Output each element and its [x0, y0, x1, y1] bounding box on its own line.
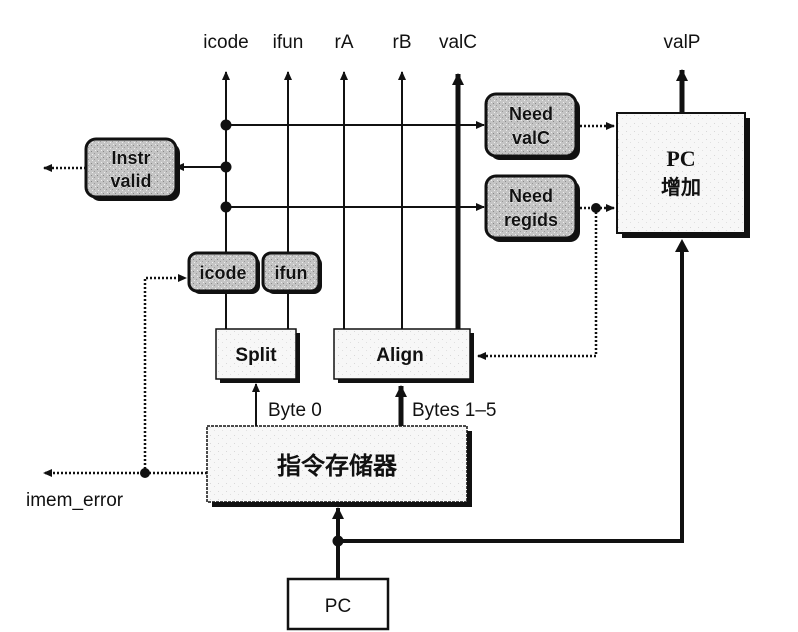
signal-lines — [222, 69, 688, 336]
icode-ctrl-label: icode — [199, 263, 246, 283]
byte0-label: Byte 0 — [268, 400, 322, 421]
align-block: Align — [333, 328, 474, 383]
bytes1-5-label: Bytes 1–5 — [412, 400, 497, 421]
output-label-ifun: ifun — [273, 32, 304, 53]
ifun-ctrl-label: ifun — [275, 263, 308, 283]
split-block: Split — [215, 328, 300, 383]
pc-increment-label-line2: 增加 — [661, 175, 701, 199]
pc-register-label: PC — [325, 596, 351, 617]
output-label-icode: icode — [203, 32, 248, 53]
instruction-memory-block: 指令存储器 — [206, 425, 472, 507]
junction-dot — [220, 119, 232, 131]
junction-dot — [220, 161, 232, 173]
ifun-ctrl-block: ifun — [261, 251, 322, 294]
imem-error-to-icode — [143, 274, 187, 473]
instruction-memory-label: 指令存储器 — [277, 452, 398, 480]
need-regids-block: Need regids — [484, 174, 580, 242]
pc-register-block: PC — [286, 577, 390, 631]
output-label-rA: rA — [335, 32, 354, 53]
instr-valid-block: Instr valid — [84, 137, 180, 201]
need-valC-label-line2: valC — [512, 128, 550, 148]
need-valC-block: Need valC — [484, 92, 580, 160]
pc-increment-label-line1: PC — [666, 146, 695, 171]
split-label: Split — [235, 345, 277, 366]
instr-valid-label-line1: Instr — [111, 148, 150, 168]
output-label-rB: rB — [393, 32, 412, 53]
pc-to-pc-increment-bus — [338, 252, 684, 543]
control-taps — [175, 121, 485, 211]
pc-increment-block: PC 增加 — [616, 112, 750, 238]
need-regids-to-align — [477, 208, 598, 360]
output-label-valC: valC — [439, 32, 477, 53]
imem-error-label: imem_error — [26, 490, 124, 511]
junction-dot — [220, 201, 232, 213]
icode-ctrl-block: icode — [187, 251, 260, 294]
need-regids-label-line1: Need — [509, 186, 553, 206]
instr-valid-label-line2: valid — [110, 171, 151, 191]
need-regids-label-line2: regids — [504, 210, 558, 230]
junction-dot — [332, 535, 344, 547]
align-label: Align — [376, 345, 424, 366]
need-valC-label-line1: Need — [509, 104, 553, 124]
output-label-valP: valP — [664, 32, 701, 53]
arrowhead — [675, 239, 689, 252]
